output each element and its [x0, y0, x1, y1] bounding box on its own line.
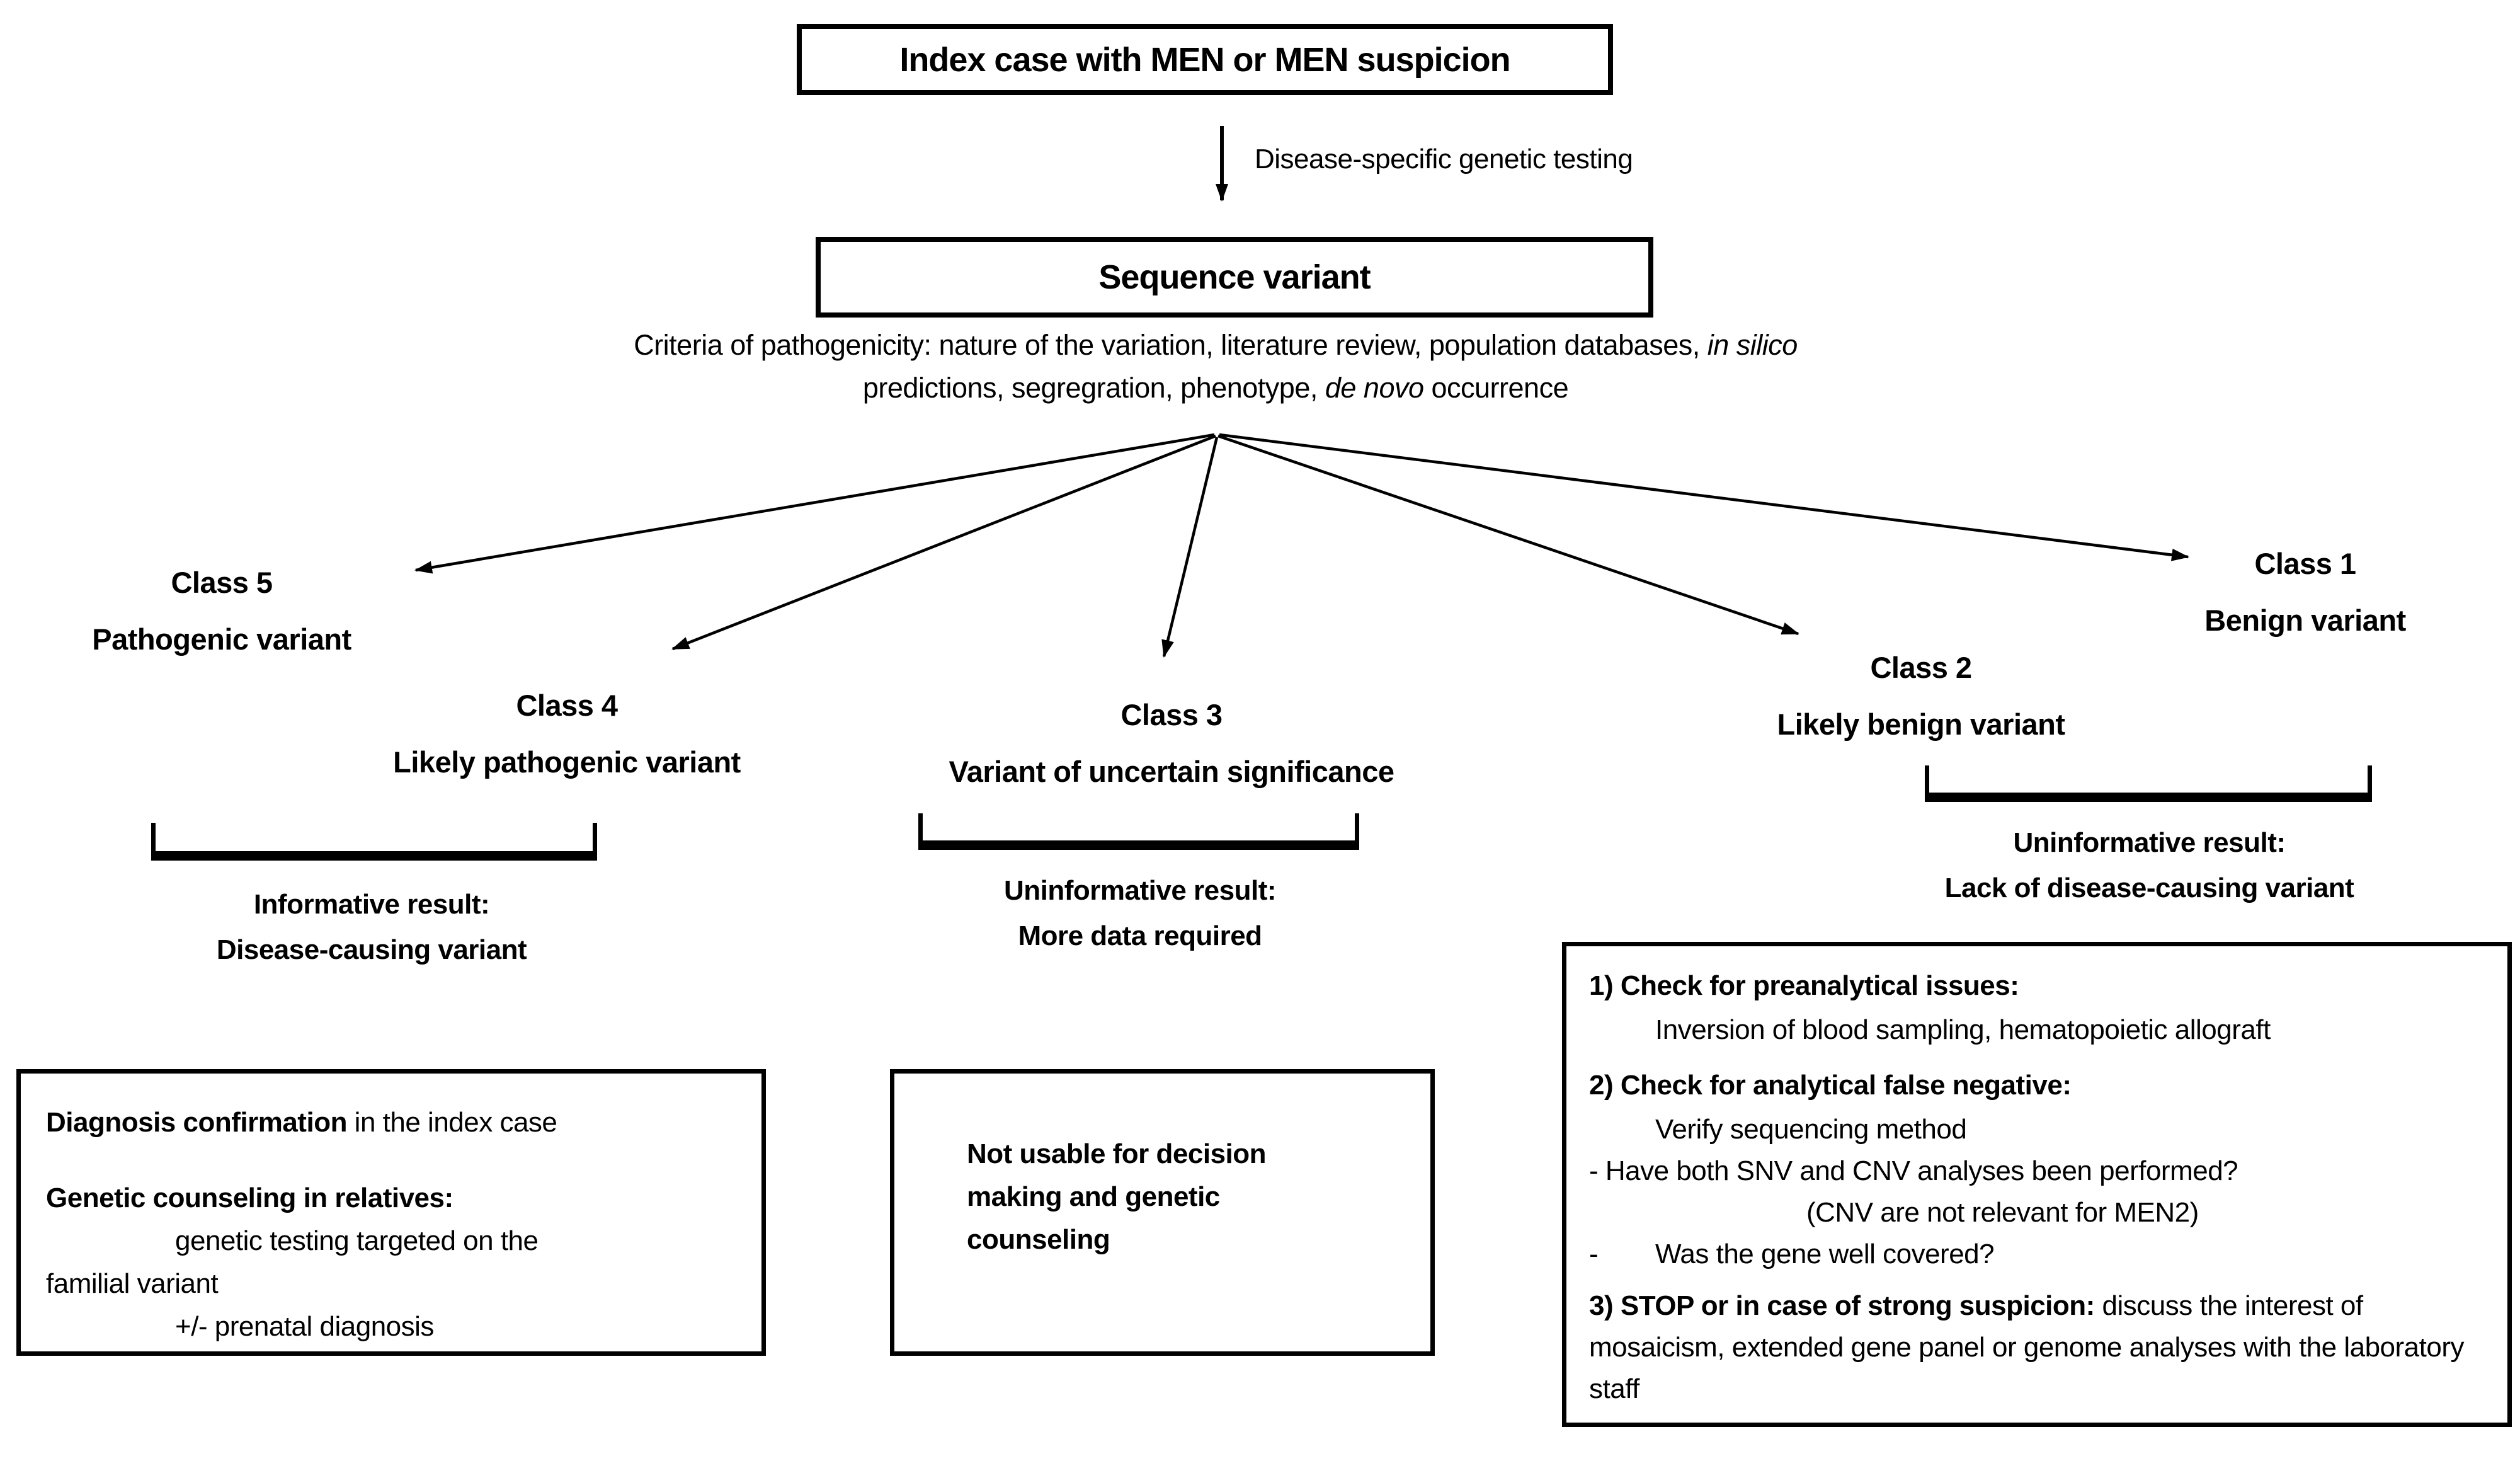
line-to-class1	[1219, 433, 2189, 561]
class4-subtitle: Likely pathogenic variant	[393, 745, 741, 779]
familial-variant-line: familial variant	[46, 1268, 219, 1299]
informative-result-caption: Informative result: Disease-causing vari…	[216, 889, 527, 965]
step3-paragraph: 3) STOP or in case of strong suspicion: …	[1589, 1290, 2465, 1404]
class4-node: Class 4 Likely pathogenic variant	[328, 677, 806, 791]
class2-subtitle: Likely benign variant	[1777, 708, 2065, 741]
benign-action-box: 1) Check for preanalytical issues: Inver…	[1562, 942, 2512, 1427]
class1-subtitle: Benign variant	[2204, 604, 2406, 637]
testing-arrow-label: Disease-specific genetic testing	[1255, 144, 1633, 175]
step2-detail: Verify sequencing method	[1655, 1114, 1967, 1145]
vus-text: Not usable for decision making and genet…	[967, 1138, 1267, 1255]
bracket-class3	[918, 813, 1359, 850]
class4-title: Class 4	[516, 689, 618, 722]
line-to-class3	[1161, 437, 1219, 658]
snv-cnv-question: - Have both SNV and CNV analyses been pe…	[1589, 1155, 2238, 1186]
step2-title: 2) Check for analytical false negative:	[1589, 1070, 2072, 1101]
line-to-class5	[414, 433, 1215, 574]
class1-node: Class 1 Benign variant	[2091, 536, 2519, 649]
diagnosis-line: Diagnosis confirmation in the index case	[46, 1107, 557, 1138]
class5-title: Class 5	[171, 566, 273, 599]
coverage-question: - Was the gene well covered?	[1589, 1239, 1995, 1269]
uninformative-benign-caption: Uninformative result: Lack of disease-ca…	[1944, 827, 2354, 903]
pathogenicity-criteria-text: Criteria of pathogenicity: nature of the…	[428, 324, 2003, 410]
line-to-class4	[671, 434, 1216, 651]
class3-title: Class 3	[1120, 698, 1223, 731]
class3-subtitle: Variant of uncertain significance	[949, 755, 1394, 788]
class1-title: Class 1	[2254, 547, 2356, 580]
sequence-variant-label: Sequence variant	[1098, 258, 1371, 296]
sequence-variant-box: Sequence variant	[816, 237, 1653, 318]
targeted-testing-line: genetic testing targeted on the	[175, 1225, 539, 1256]
step1-detail: Inversion of blood sampling, hematopoiet…	[1655, 1014, 2271, 1045]
criteria-line-2: predictions, segregration, phenotype, de…	[862, 372, 1569, 404]
bracket-class4	[151, 823, 597, 861]
bracket-class2	[1925, 765, 2372, 802]
index-case-label: Index case with MEN or MEN suspicion	[899, 40, 1510, 79]
class2-node: Class 2 Likely benign variant	[1682, 639, 2160, 753]
uninformative-vus-caption: Uninformative result: More data required	[1003, 875, 1277, 951]
criteria-line-1: Criteria of pathogenicity: nature of the…	[634, 329, 1798, 361]
cnv-note: (CNV are not relevant for MEN2)	[1806, 1197, 2199, 1228]
informative-action-box: Diagnosis confirmation in the index case…	[16, 1069, 766, 1356]
vus-action-box: Not usable for decision making and genet…	[890, 1069, 1435, 1356]
class5-subtitle: Pathogenic variant	[92, 622, 351, 656]
class2-title: Class 2	[1870, 651, 1972, 684]
class3-node: Class 3 Variant of uncertain significanc…	[863, 687, 1480, 800]
index-case-box: Index case with MEN or MEN suspicion	[797, 24, 1613, 95]
line-to-class2	[1217, 434, 1799, 636]
step1-title: 1) Check for preanalytical issues:	[1589, 970, 2019, 1001]
prenatal-line: +/- prenatal diagnosis	[175, 1311, 434, 1342]
class5-node: Class 5 Pathogenic variant	[20, 554, 423, 668]
counseling-line: Genetic counseling in relatives:	[46, 1183, 453, 1213]
